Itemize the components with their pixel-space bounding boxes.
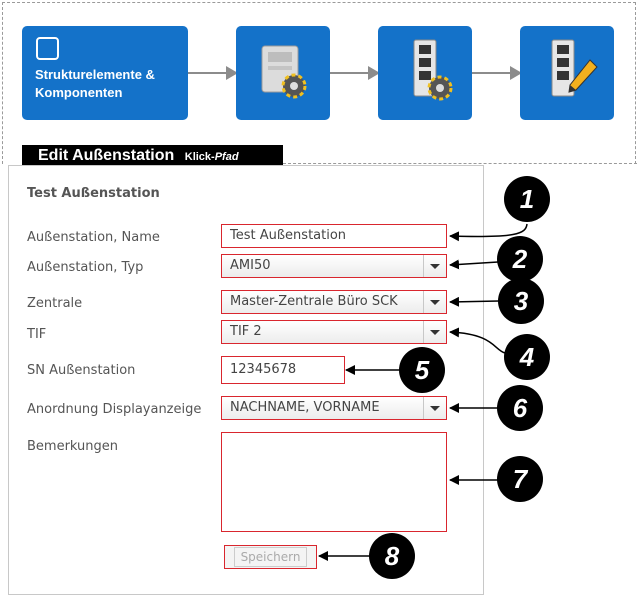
flow-arrow	[330, 66, 380, 80]
type-label: Außenstation, Typ	[27, 260, 144, 275]
tif-select[interactable]: TIF 2	[221, 320, 447, 344]
callout-7: 7	[497, 456, 543, 502]
step-label: Strukturelemente & Komponenten	[35, 67, 155, 100]
flow-arrow	[188, 66, 238, 80]
chevron-down-icon	[423, 255, 446, 277]
step-outdoor-station-settings[interactable]	[378, 26, 472, 120]
callout-8: 8	[369, 533, 415, 579]
callout-5: 5	[399, 347, 445, 393]
display-order-label: Anordnung Displayanzeige	[27, 402, 202, 417]
name-label: Außenstation, Name	[27, 230, 160, 245]
callout-2: 2	[497, 236, 543, 282]
save-button[interactable]: Speichern	[224, 545, 317, 569]
flow-arrow	[472, 66, 522, 80]
form-title: Test Außenstation	[27, 186, 160, 201]
display-order-select[interactable]: NACHNAME, VORNAME	[221, 396, 447, 420]
callout-1: 1	[504, 176, 550, 222]
workflow-frame-bottom	[283, 163, 637, 164]
chevron-down-icon	[423, 321, 446, 343]
callout-3: 3	[498, 278, 544, 324]
remarks-textarea[interactable]	[221, 432, 447, 532]
name-input[interactable]: Test Außenstation	[221, 224, 447, 248]
chevron-down-icon	[423, 397, 446, 419]
remarks-label: Bemerkungen	[27, 439, 119, 454]
square-icon	[36, 37, 59, 60]
step-edit-outdoor-station[interactable]	[520, 26, 614, 120]
edit-outdoor-station-tab: Edit Außenstation Klick-Pfad	[22, 145, 283, 165]
callout-4: 4	[504, 334, 550, 380]
doorstation-pencil-icon	[551, 39, 598, 97]
callout-6: 6	[497, 385, 543, 431]
chevron-down-icon	[423, 291, 446, 313]
type-select[interactable]: AMI50	[221, 254, 447, 278]
sn-label: SN Außenstation	[27, 363, 136, 378]
device-gear-icon	[261, 45, 307, 99]
workflow-frame	[2, 2, 636, 164]
zentrale-select[interactable]: Master-Zentrale Büro SCK	[221, 290, 447, 314]
doorstation-gear-icon	[413, 39, 453, 101]
click-path-label: Klick-Pfad	[184, 151, 239, 163]
tif-label: TIF	[27, 327, 47, 342]
sn-input[interactable]: 12345678	[221, 356, 345, 384]
step-structure-components[interactable]: Strukturelemente & Komponenten	[22, 26, 188, 120]
zentrale-label: Zentrale	[27, 296, 83, 311]
step-device-settings[interactable]	[236, 26, 330, 120]
